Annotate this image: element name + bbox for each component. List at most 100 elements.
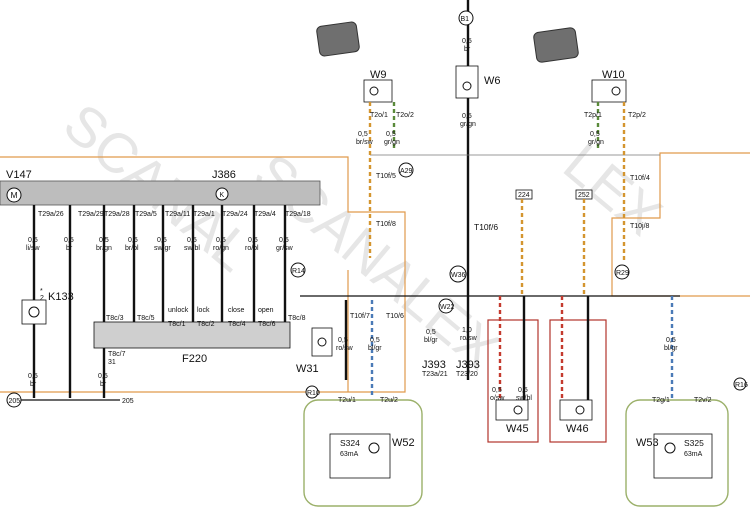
wire-color: br/sw [356, 139, 374, 146]
b1-terminal [458, 10, 474, 26]
wires-j386 [32, 205, 287, 398]
w45-label: W45 [506, 423, 529, 435]
s325-name: S325 [684, 438, 704, 448]
wire-color: bl/gr [424, 337, 438, 344]
wire-color: bl/gr [664, 345, 678, 352]
wire-color: br/gn [96, 245, 112, 252]
f220-pin: T8c/5 [137, 315, 155, 322]
wire-size: 0,5 [128, 237, 138, 244]
r14-terminal [290, 262, 306, 278]
wire-color: ro/bl [245, 245, 259, 252]
k133-pin-star: * [40, 288, 43, 295]
wire-size: 0,5 [248, 237, 258, 244]
k133-label: K133 [48, 291, 74, 303]
r10-terminal [305, 385, 319, 399]
wire-size: 0,5 [338, 337, 348, 344]
wire-color: sw/gr [154, 245, 171, 252]
f220-label: F220 [182, 353, 207, 365]
w53-label: W53 [636, 437, 659, 449]
conn-t29a-5: T29a/5 [135, 211, 157, 218]
w46-label: W46 [566, 423, 589, 435]
conn-t29a-24: T29a/24 [222, 211, 248, 218]
wire-color: sw/bl [516, 395, 532, 402]
w52-lamp-unit [329, 433, 391, 479]
f220-lock-unit [93, 321, 291, 349]
w52-zone [303, 399, 423, 507]
wire-color: gr/gn [384, 139, 400, 146]
w36-terminal [449, 265, 467, 283]
s324-rating: 63mA [340, 451, 359, 458]
lamp-icon [369, 86, 379, 96]
j386-control-unit [0, 180, 321, 206]
wire-color: sw/bl [184, 245, 200, 252]
t10-6-label: T10/6 [386, 313, 404, 320]
f220-pin: T8c/4 [228, 321, 246, 328]
wire-color: ro/sw [336, 345, 354, 352]
j393b-pin: T23/20 [456, 371, 478, 378]
w45-w46-wires [498, 296, 590, 400]
motor-symbol: M [11, 190, 18, 200]
t2u2-label: T2u/2 [380, 397, 398, 404]
k133-component [21, 299, 47, 325]
wire-color: br [66, 245, 73, 252]
v147-label: V147 [6, 169, 32, 181]
r16-label: R16 [735, 382, 748, 389]
wire-size: 0,5 [462, 113, 472, 120]
gnd-wire-size: 0,5 [28, 373, 38, 380]
wire-color: bl/gr [368, 345, 382, 352]
t2o1-label: T2o/1 [370, 112, 388, 119]
conn-t29a-28: T29a/28 [104, 211, 130, 218]
w53-lamp-unit [653, 433, 713, 479]
f220-function: close [228, 307, 244, 314]
k-icon [215, 187, 229, 201]
lamp-icon [611, 86, 621, 96]
t10f6-label: T10f/6 [474, 222, 498, 232]
lamp-icon [462, 81, 472, 91]
w9-connector-picture [316, 21, 360, 57]
w46-zone [549, 319, 607, 443]
wire-labels: 0,5 li/sw 0,5 br 0,5 br/gn 0,5 br/bl 0,5… [26, 237, 294, 252]
wire-size: 0,5 [99, 237, 109, 244]
wire-size: 0,5 [492, 387, 502, 394]
f220-pin: T8c/8 [288, 315, 306, 322]
t10f4-label: T10f/4 [630, 175, 650, 182]
t10f7-label: T10f/7 [350, 313, 370, 320]
ground-205 [6, 392, 22, 408]
wire-color: gr/gn [588, 139, 604, 146]
w22-label: W22 [440, 304, 455, 311]
w10-connector-picture [533, 27, 579, 63]
t10f8-label: T10f/8 [376, 221, 396, 228]
r29-label: R29 [616, 270, 629, 277]
conn-t29a-18: T29a/18 [285, 211, 311, 218]
lamp-icon [368, 442, 380, 454]
wire-size: 0,5 [462, 38, 472, 45]
t8c7-label: T8c/7 [108, 351, 126, 358]
w52-label: W52 [392, 437, 415, 449]
conn-t29a-29: T29a/29 [78, 211, 104, 218]
j393a-name: J393 [422, 359, 446, 371]
wire-size: 0,5 [590, 131, 600, 138]
lamp-icon [664, 442, 676, 454]
w9-label: W9 [370, 69, 387, 81]
w36-label: W36 [451, 272, 466, 279]
k133-pin-2: 2 [40, 295, 44, 302]
wire-size: 0,5 [157, 237, 167, 244]
a29-terminal [398, 162, 414, 178]
t2o2-label: T2o/2 [396, 112, 414, 119]
f220-pin: T8c/3 [106, 315, 124, 322]
f220-pin: T8c/1 [168, 321, 186, 328]
r16-terminal [733, 377, 747, 391]
w31-lamp-unit [311, 327, 333, 357]
ground-205b-label: 205 [122, 398, 134, 405]
conn-t29a-11: T29a/11 [165, 211, 190, 218]
gnd-wire-color: br [30, 381, 37, 388]
conn-t29a-1: T29a/1 [193, 211, 215, 218]
j393b-name: J393 [456, 359, 480, 371]
box-224 [515, 189, 533, 200]
k133-lamp-icon [28, 306, 40, 318]
f220-function: lock [197, 307, 210, 314]
wire-size: 0,5 [370, 337, 380, 344]
ground-205-label: 205 [9, 398, 21, 405]
j393a-pin: T23a/21 [422, 371, 448, 378]
